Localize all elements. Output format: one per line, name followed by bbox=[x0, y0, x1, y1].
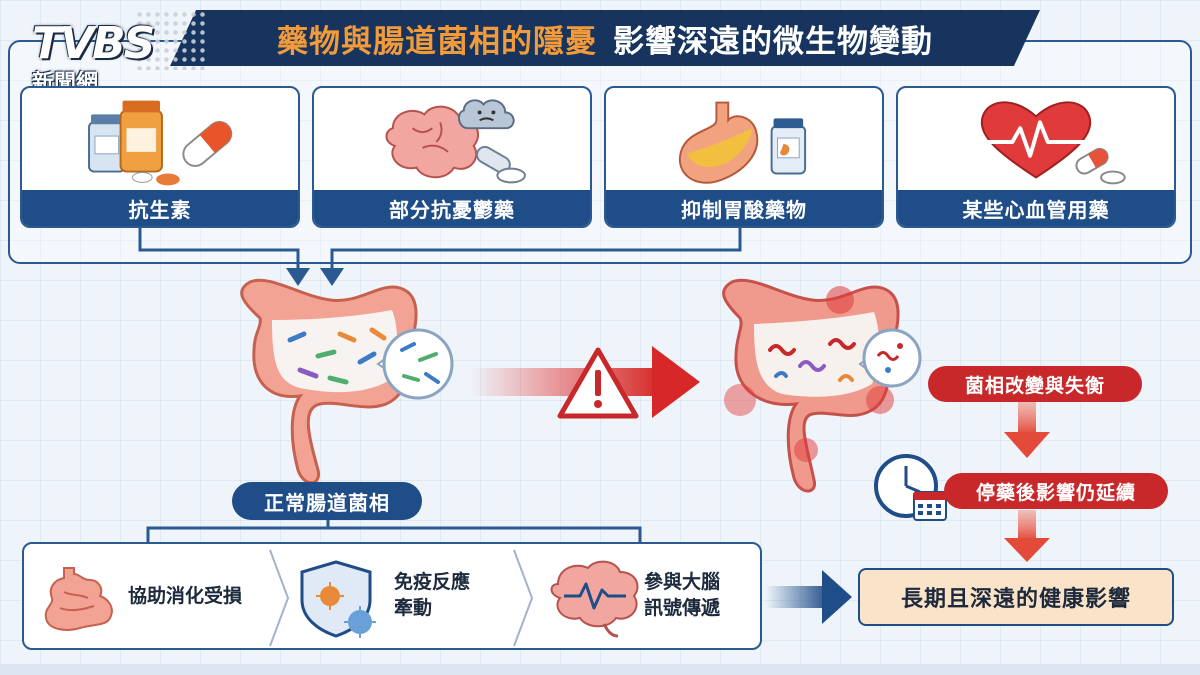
stomach-medicine-icon bbox=[678, 101, 807, 184]
function-separators bbox=[44, 549, 639, 647]
function-immune-line1: 免疫反應 bbox=[394, 571, 471, 593]
panel-down-arrows bbox=[138, 228, 742, 286]
function-digestion: 協助消化受損 bbox=[128, 584, 242, 610]
title-part1: 藥物與腸道菌相的隱憂 bbox=[277, 23, 597, 60]
drug-label-antibiotic: 抗生素 bbox=[22, 190, 298, 226]
intestine-icon bbox=[44, 567, 113, 631]
immune-shield-icon bbox=[300, 560, 376, 638]
healthy-microbe-bubble bbox=[376, 328, 454, 400]
healthy-intestine-icon bbox=[240, 278, 418, 485]
effects-down-arrows bbox=[1004, 400, 1050, 562]
drug-card-antibiotic: 抗生素 bbox=[20, 86, 300, 228]
drug-card-antidepressant: 部分抗憂鬱藥 bbox=[312, 86, 592, 228]
logo-dots bbox=[135, 10, 205, 70]
title-part2: 影響深遠的微生物變動 bbox=[613, 23, 933, 60]
clock-calendar-icon bbox=[874, 454, 947, 521]
function-brain-line1: 參與大腦 bbox=[644, 571, 721, 593]
drug-label-cardio: 某些心血管用藥 bbox=[898, 190, 1174, 226]
brain-cloud-icon bbox=[385, 99, 526, 184]
damaged-intestine-icon bbox=[722, 278, 900, 493]
function-branch-lines bbox=[146, 512, 642, 544]
function-digestion-line1: 協助消化受損 bbox=[128, 585, 243, 607]
antibiotic-pills-icon bbox=[88, 100, 233, 186]
dysbiosis-label: 菌相改變與失衡 bbox=[928, 366, 1142, 402]
function-immune-line2: 牽動 bbox=[394, 596, 433, 619]
drug-label-antacid: 抑制胃酸藥物 bbox=[606, 190, 882, 226]
persist-label: 停藥後影響仍延續 bbox=[944, 473, 1168, 509]
functions-box: 協助消化受損 免疫反應 牽動 參與大腦 訊號傳遞 bbox=[22, 542, 762, 650]
damaged-microbe-bubble bbox=[858, 328, 922, 388]
function-brain-line2: 訊號傳遞 bbox=[644, 596, 721, 619]
drug-card-cardio: 某些心血管用藥 bbox=[896, 86, 1176, 228]
function-brain: 參與大腦 訊號傳遞 bbox=[644, 570, 720, 621]
heart-pulse-icon bbox=[980, 101, 1126, 185]
warning-icon bbox=[557, 347, 639, 419]
normal-flora-label: 正常腸道菌相 bbox=[232, 482, 422, 520]
brain-signal-icon bbox=[550, 560, 639, 638]
bottom-strip bbox=[0, 664, 1200, 675]
title-banner: 藥物與腸道菌相的隱憂 影響深遠的微生物變動 bbox=[170, 10, 1040, 66]
drug-card-antacid: 抑制胃酸藥物 bbox=[604, 86, 884, 228]
final-outcome-box: 長期且深遠的健康影響 bbox=[858, 568, 1174, 626]
logo-main: TVBS bbox=[32, 18, 155, 69]
drug-label-antidepressant: 部分抗憂鬱藥 bbox=[314, 190, 590, 226]
disruption-arrow bbox=[470, 346, 700, 418]
to-final-arrow bbox=[766, 570, 852, 624]
function-immune: 免疫反應 牽動 bbox=[394, 570, 470, 621]
